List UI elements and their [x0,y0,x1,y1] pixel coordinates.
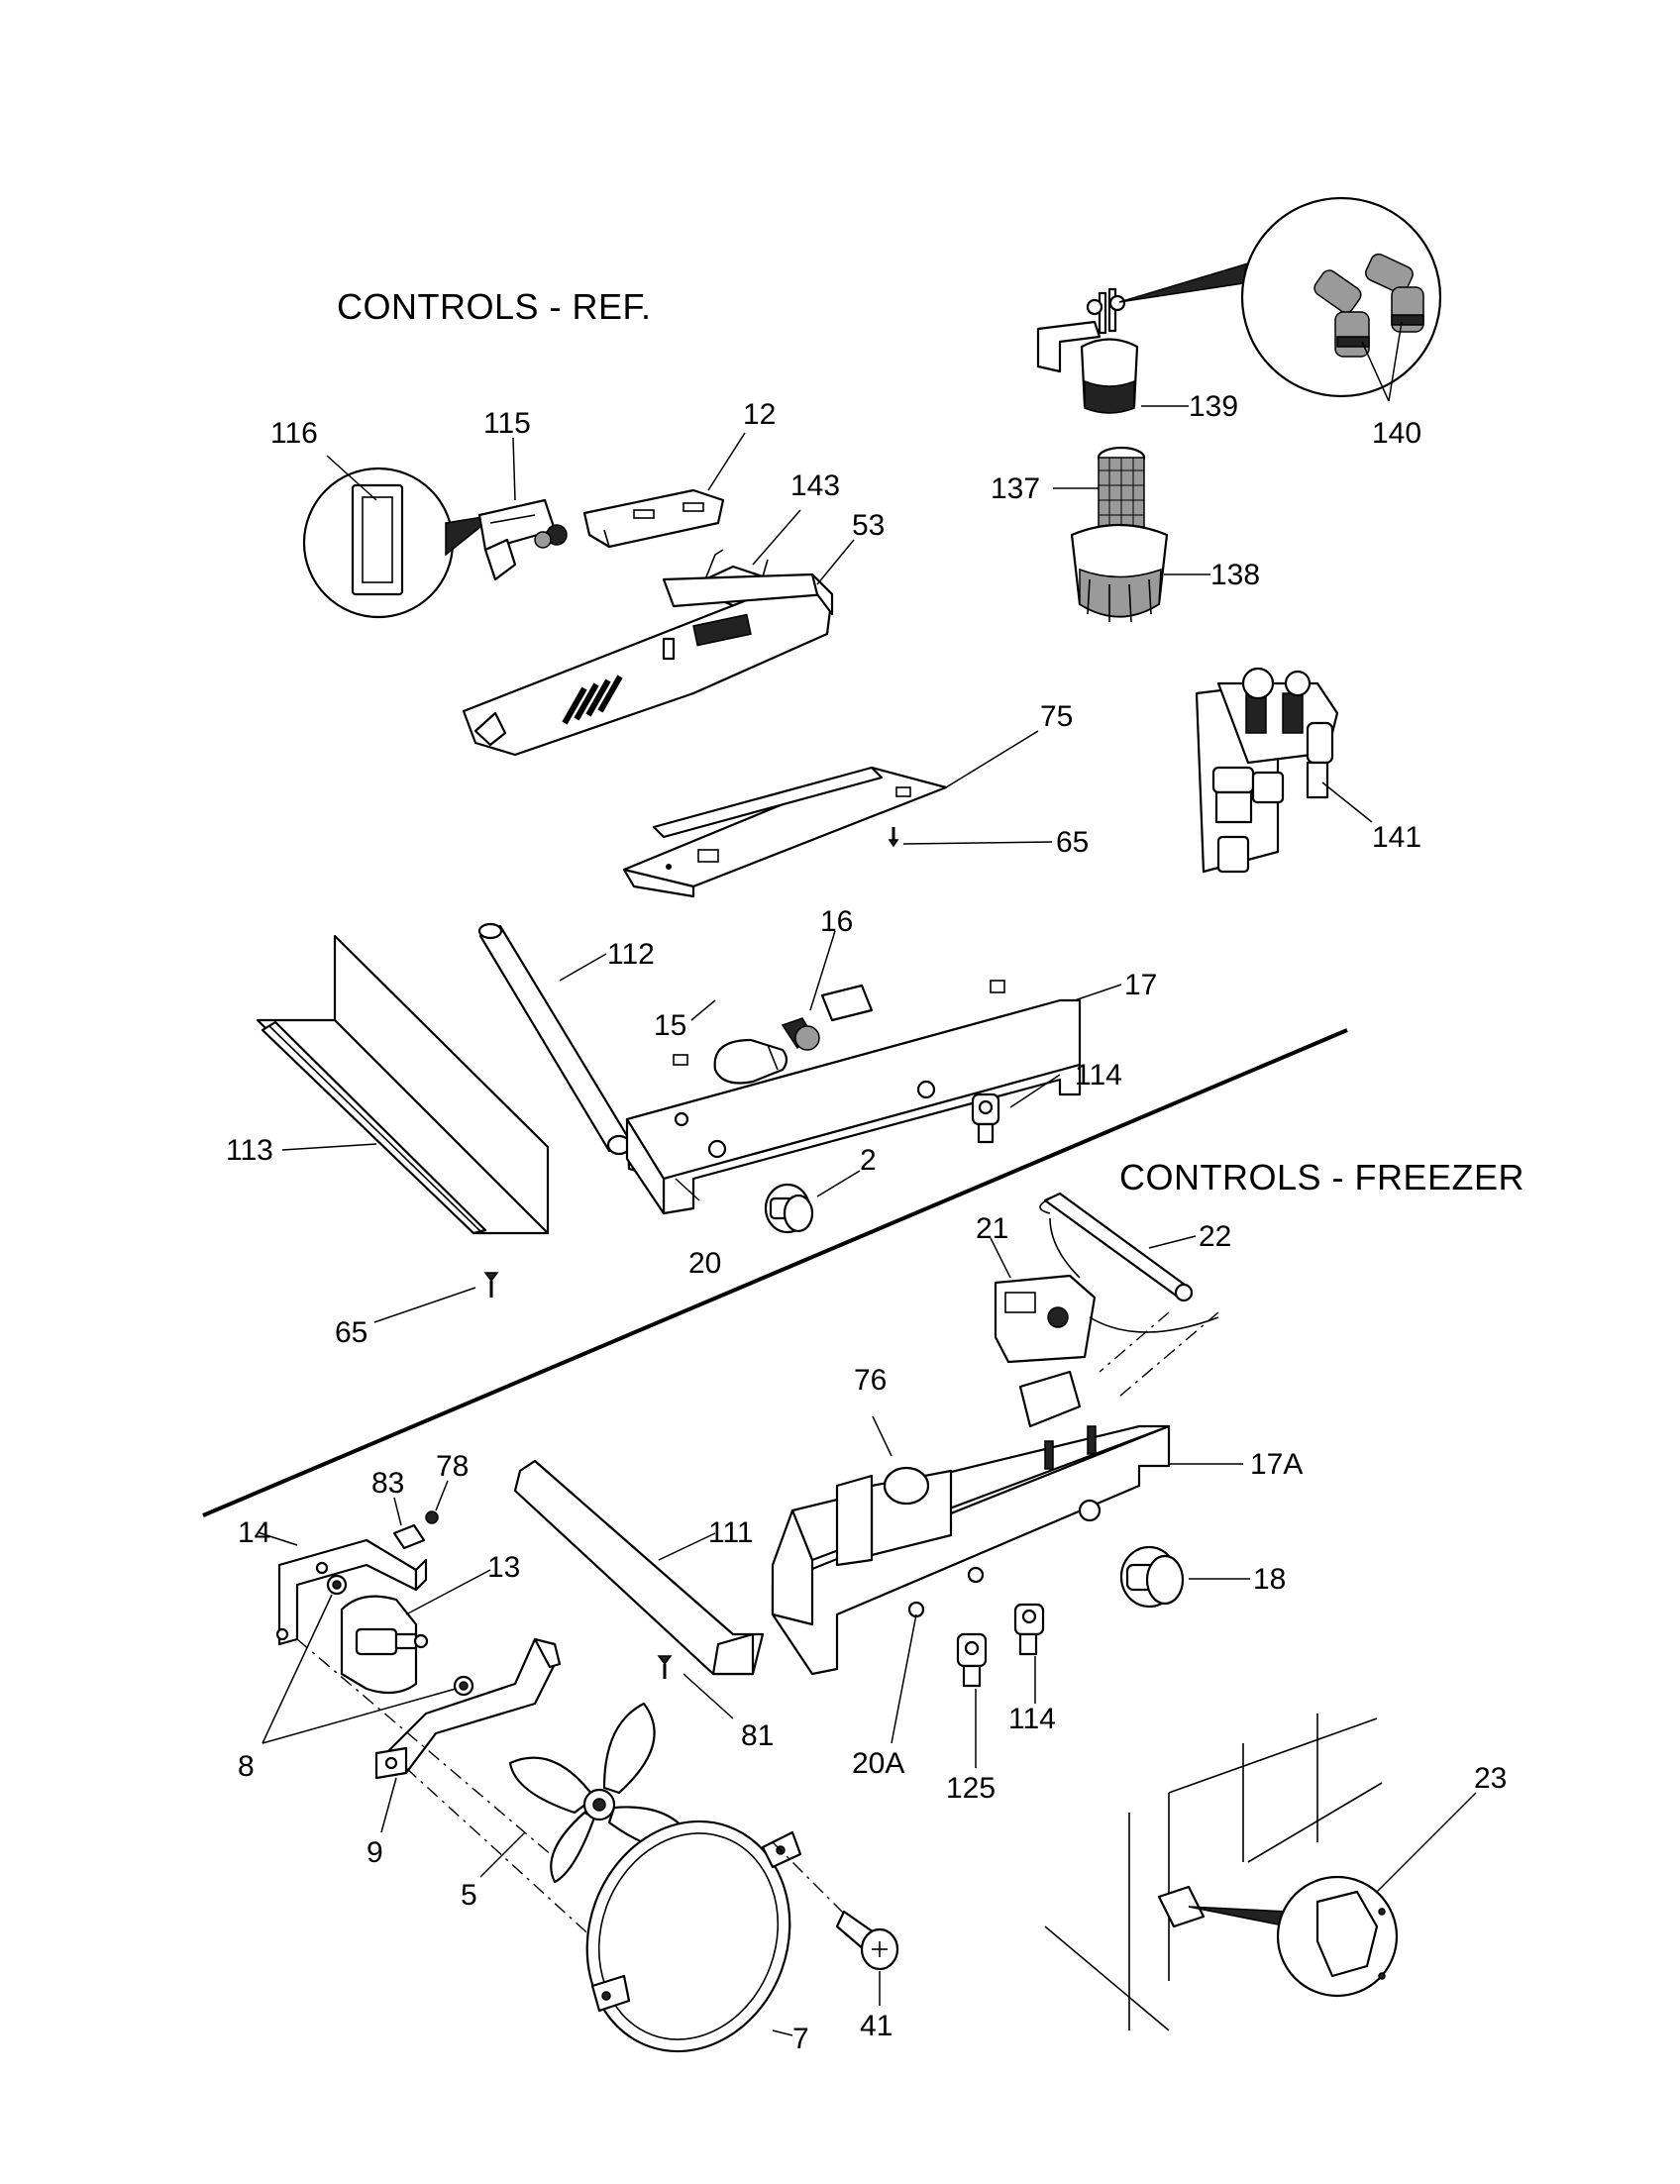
callout-20A: 20A [852,1747,904,1780]
part-115-switch [477,498,568,581]
part-14-bracket [275,1538,428,1646]
callout-139: 139 [1189,390,1238,423]
part-2-knob [764,1183,814,1234]
callout-9: 9 [367,1836,383,1869]
part-116-gasket-detail [302,467,498,619]
callout-5: 5 [461,1879,477,1912]
callout-15: 15 [654,1009,686,1042]
part-111-baffle [513,1459,765,1676]
callout-112: 112 [607,938,655,971]
part-12-cover [582,488,725,549]
callout-22: 22 [1199,1220,1231,1253]
callout-113: 113 [226,1134,273,1167]
part-17-control-housing [625,980,1082,1215]
callout-16: 16 [820,905,853,938]
callout-41: 41 [860,2010,892,2042]
part-65-screw-upper [888,827,899,848]
cabinet-corner-outline [1044,1714,1383,2031]
part-5-fan-blade [508,1702,695,1884]
part-141-water-valve [1195,667,1339,874]
part-75-bracket [622,766,948,898]
part-16-socket [781,1017,820,1051]
callout-114-lower: 114 [1008,1703,1056,1735]
callout-143: 143 [790,469,840,502]
title-controls-freezer: CONTROLS - FREEZER [1119,1157,1524,1197]
callout-140: 140 [1372,417,1421,450]
callout-125: 125 [946,1772,996,1805]
part-78-screw [425,1510,439,1524]
part-137-filter-cartridge [1097,446,1146,528]
part-53-housing [462,572,834,757]
part-114-knob-lower [1013,1603,1045,1656]
part-140-fittings-detail [1240,196,1442,398]
callout-76: 76 [854,1364,887,1397]
callout-2: 2 [860,1144,877,1177]
callout-83: 83 [371,1467,404,1500]
part-9-bracket [374,1637,562,1780]
part-23-door-switch [1157,1875,1399,1998]
part-125-knob [956,1632,988,1688]
part-114-knob-upper [971,1092,1000,1144]
part-138-filter-bowl [1070,523,1169,623]
callout-75: 75 [1040,700,1073,733]
callout-115: 115 [483,407,531,440]
callout-78: 78 [436,1450,469,1483]
section-divider [202,1028,1348,1517]
callout-20: 20 [688,1247,721,1280]
part-83-clip [392,1523,426,1550]
callout-53: 53 [852,509,885,542]
callout-116: 116 [270,417,318,450]
callout-141: 141 [1372,821,1421,854]
part-113-channel [256,934,550,1235]
part-65-screw-lower [483,1272,499,1298]
callout-65-lower: 65 [335,1316,368,1349]
callout-17: 17 [1124,969,1157,1001]
part-21-thermostat [994,1217,1097,1364]
part-22-sensor-rod [1039,1192,1194,1302]
callout-111: 111 [708,1516,754,1549]
callout-114-upper: 114 [1075,1059,1122,1092]
callout-12: 12 [743,398,776,431]
part-8-grommet [326,1574,474,1697]
callout-14: 14 [238,1516,270,1549]
part-7-fan-shroud [585,1820,802,2053]
title-controls-ref: CONTROLS - REF. [337,286,652,327]
part-17A-control-housing [771,1370,1171,1676]
callout-65-upper: 65 [1056,826,1089,859]
part-18-knob [1119,1545,1185,1609]
callout-81: 81 [741,1719,774,1752]
part-41-screw [835,1910,899,1971]
callout-7: 7 [792,2023,809,2055]
callout-13: 13 [487,1551,520,1584]
part-139-filter-head [1036,287,1139,414]
callout-8: 8 [238,1750,255,1783]
callout-21: 21 [976,1212,1008,1245]
callout-137: 137 [991,472,1040,505]
part-81-screw [657,1655,673,1679]
callout-18: 18 [1253,1563,1286,1596]
callout-23: 23 [1474,1762,1507,1795]
callout-17A: 17A [1250,1448,1303,1481]
callout-138: 138 [1210,559,1260,591]
part-15-bulb [713,1038,788,1085]
part-13-fan-motor [340,1595,429,1695]
